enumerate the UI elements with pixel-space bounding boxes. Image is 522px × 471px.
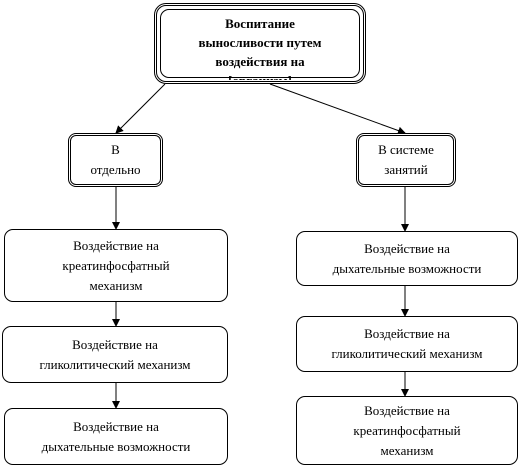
right-step-1-line-2: дыхательные возможности — [332, 260, 482, 276]
right-step-3-line-1: Воздействие на — [364, 402, 450, 418]
left-step-3-line-1: Воздействие на — [73, 418, 159, 434]
left-step-1-line-2: креатинфосфатный — [62, 257, 170, 273]
arrow-title-to-right-header — [269, 83, 406, 135]
right-step-2: Воздействие на гликолитический механизм — [296, 316, 518, 372]
left-step-1-line-1: Воздействие на — [73, 237, 159, 253]
right-step-3: Воздействие на креатинфосфатный механизм — [296, 396, 518, 465]
title-box: Воспитание выносливости путем воздействи… — [154, 3, 366, 84]
left-step-2: Воздействие на гликолитический механизм — [2, 326, 228, 383]
left-step-2-line-2: гликолитический механизм — [39, 356, 191, 372]
right-step-2-line-1: Воздействие на — [364, 326, 450, 341]
left-step-1-line-3: механизм — [89, 277, 143, 293]
right-step-3-line-3: механизм — [380, 442, 434, 458]
left-header-line-2: отдельно — [90, 162, 141, 177]
title-line-4-clipped: [организм] — [228, 71, 292, 80]
arrow-title-to-left-header — [115, 83, 166, 134]
title-line-2: выносливости путем — [198, 35, 322, 50]
right-header-line-1: В системе — [378, 142, 434, 157]
right-step-1: Воздействие на дыхательные возможности — [296, 231, 518, 286]
right-header-line-2: занятий — [384, 162, 428, 177]
left-step-3: Воздействие на дыхательные возможности — [4, 408, 228, 465]
right-step-1-line-1: Воздействие на — [364, 240, 450, 256]
right-step-3-line-2: креатинфосфатный — [353, 422, 461, 438]
left-step-2-line-1: Воздействие на — [72, 336, 158, 352]
title-line-1: Воспитание — [225, 16, 295, 31]
left-step-3-line-2: дыхательные возможности — [41, 438, 191, 454]
right-branch-header: В системе занятий — [356, 133, 456, 187]
left-branch-header: В отдельно — [68, 133, 163, 187]
title-line-3: воздействия на — [215, 54, 305, 69]
left-step-1: Воздействие на креатинфосфатный механизм — [4, 229, 228, 302]
right-step-2-line-2: гликолитический механизм — [331, 346, 483, 361]
left-header-line-1: В — [111, 142, 120, 157]
